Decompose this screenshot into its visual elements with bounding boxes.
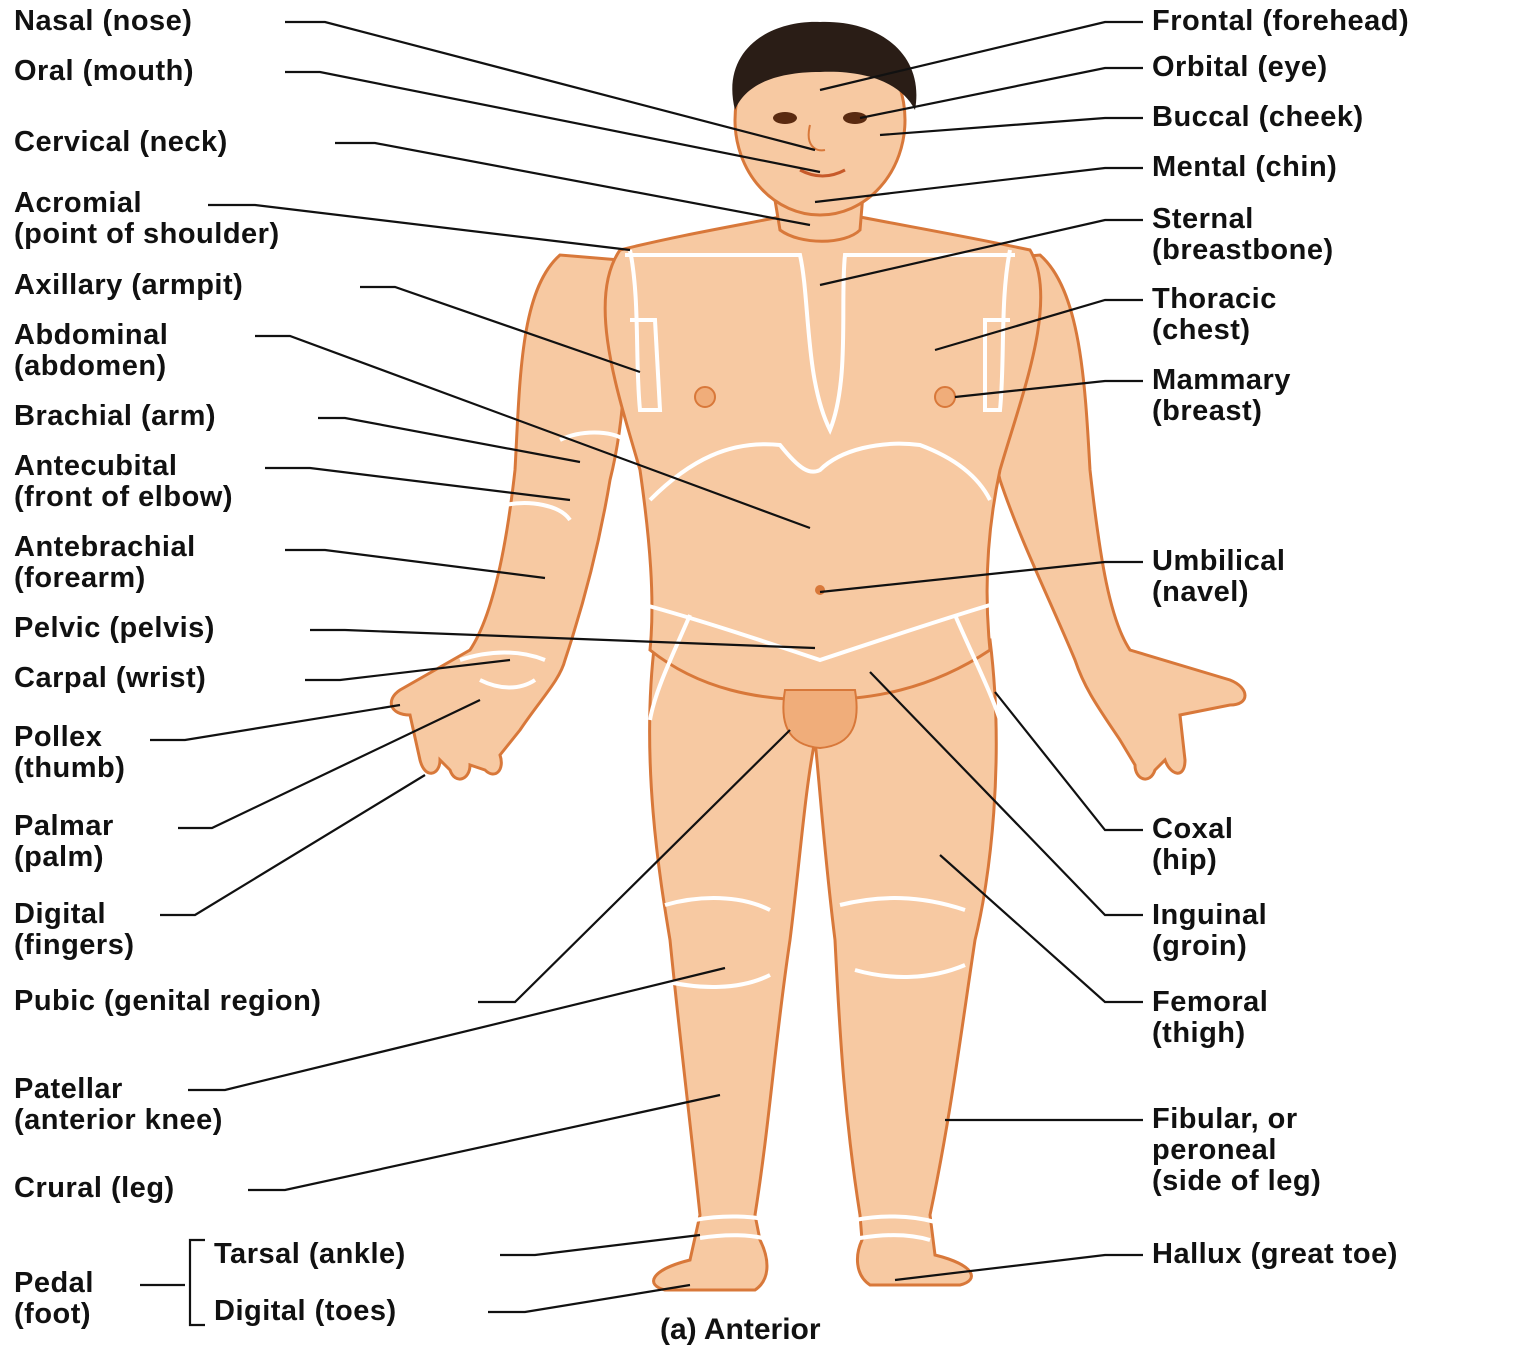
label-antebrachial: Antebrachial(forearm) xyxy=(14,532,196,594)
label-nasal: Nasal (nose) xyxy=(14,6,192,37)
label-acromial: Acromial(point of shoulder) xyxy=(14,188,280,250)
label-buccal: Buccal (cheek) xyxy=(1152,102,1364,133)
torso xyxy=(605,215,1041,700)
label-tarsal: Tarsal (ankle) xyxy=(214,1239,406,1270)
navel xyxy=(815,585,825,595)
label-frontal: Frontal (forehead) xyxy=(1152,6,1409,37)
label-oral: Oral (mouth) xyxy=(14,56,194,87)
label-pubic: Pubic (genital region) xyxy=(14,986,321,1017)
figure-caption: (a) Anterior xyxy=(660,1313,821,1347)
label-umbilical: Umbilical(navel) xyxy=(1152,546,1285,608)
label-sternal: Sternal(breastbone) xyxy=(1152,204,1334,266)
label-axillary: Axillary (armpit) xyxy=(14,270,243,301)
label-crural: Crural (leg) xyxy=(14,1173,175,1204)
left-nipple xyxy=(695,387,715,407)
label-orbital: Orbital (eye) xyxy=(1152,52,1328,83)
left-eye xyxy=(773,112,797,124)
label-abdominal: Abdominal(abdomen) xyxy=(14,320,168,382)
label-brachial: Brachial (arm) xyxy=(14,401,216,432)
label-femoral: Femoral(thigh) xyxy=(1152,987,1268,1049)
label-mental: Mental (chin) xyxy=(1152,152,1337,183)
label-antecubital: Antecubital(front of elbow) xyxy=(14,451,233,513)
label-carpal: Carpal (wrist) xyxy=(14,663,206,694)
label-pelvic: Pelvic (pelvis) xyxy=(14,613,215,644)
label-digital-toes: Digital (toes) xyxy=(214,1296,397,1327)
label-hallux: Hallux (great toe) xyxy=(1152,1239,1398,1270)
label-palmar: Palmar(palm) xyxy=(14,811,114,873)
label-digital-fingers: Digital(fingers) xyxy=(14,899,135,961)
label-cervical: Cervical (neck) xyxy=(14,127,228,158)
left-arm xyxy=(391,255,625,779)
right-nipple xyxy=(935,387,955,407)
label-coxal: Coxal(hip) xyxy=(1152,814,1233,876)
label-inguinal: Inguinal(groin) xyxy=(1152,900,1267,962)
label-mammary: Mammary(breast) xyxy=(1152,365,1291,427)
label-patellar: Patellar(anterior knee) xyxy=(14,1074,223,1136)
label-pedal: Pedal(foot) xyxy=(14,1268,94,1330)
label-thoracic: Thoracic(chest) xyxy=(1152,284,1277,346)
human-body-figure xyxy=(140,22,1245,1325)
genital xyxy=(783,690,856,748)
label-pollex: Pollex(thumb) xyxy=(14,722,125,784)
